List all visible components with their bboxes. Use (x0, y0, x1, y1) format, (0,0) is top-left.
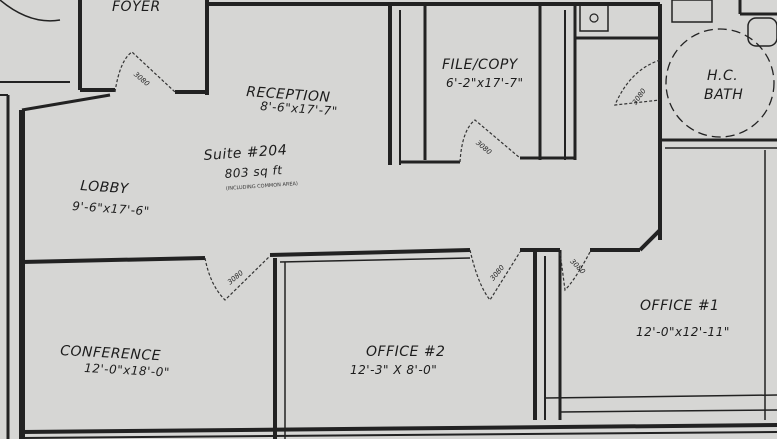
suite-number: Suite #204 (203, 142, 288, 164)
conference-dims: 12'-0"x18'-0" (84, 361, 170, 379)
bath-sublabel: BATH (704, 87, 743, 103)
suite-area-note: (INCLUDING COMMON AREA) (226, 181, 298, 192)
conference-label: CONFERENCE (60, 343, 162, 364)
reception-label: RECEPTION (246, 84, 331, 106)
office1-label: OFFICE #1 (640, 298, 719, 314)
foyer-label: FOYER (112, 0, 161, 15)
office2-label: OFFICE #2 (366, 344, 445, 360)
lobby-dims: 9'-6"x17'-6" (72, 199, 150, 218)
suite-area: 803 sq ft (224, 163, 283, 181)
door-swings (114, 51, 661, 302)
office1-dims: 12'-0"x12'-11" (636, 325, 730, 339)
lobby-label: LOBBY (80, 178, 130, 197)
file-copy-label: FILE/COPY (442, 57, 519, 73)
bath-label: H.C. (707, 68, 738, 84)
file-copy-dims: 6'-2"x17'-7" (446, 76, 524, 90)
reception-dims: 8'-6"x17'-7" (260, 99, 338, 118)
office2-dims: 12'-3" X 8'-0" (350, 363, 437, 377)
